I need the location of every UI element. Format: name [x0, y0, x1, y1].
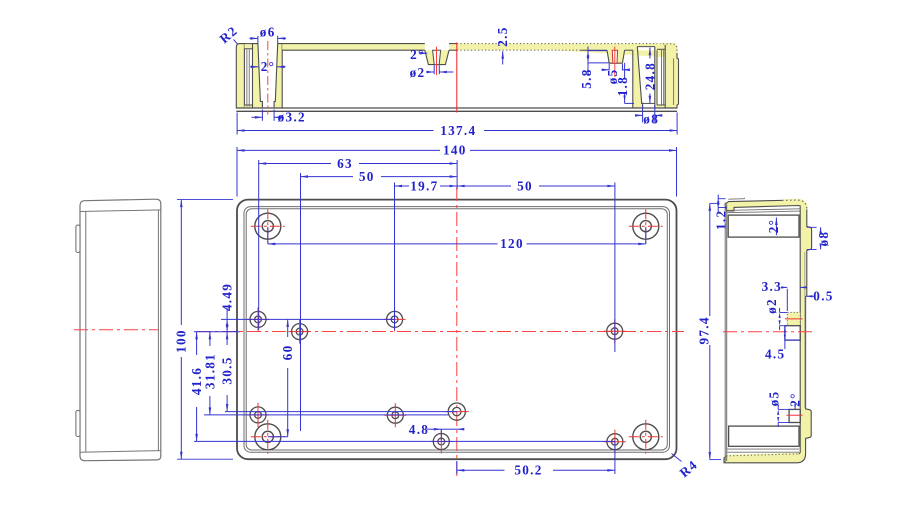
svg-text:1.2: 1.2 [713, 210, 728, 230]
svg-text:ø5: ø5 [766, 391, 781, 407]
svg-text:2°: 2° [788, 392, 803, 406]
svg-text:50: 50 [359, 169, 375, 184]
svg-text:4.8: 4.8 [409, 422, 429, 437]
svg-text:ø3.2: ø3.2 [278, 110, 306, 125]
svg-text:30.5: 30.5 [220, 356, 235, 384]
svg-text:63: 63 [337, 156, 353, 171]
svg-text:3.3: 3.3 [762, 279, 782, 294]
svg-text:ø6: ø6 [260, 24, 276, 39]
svg-text:2°: 2° [410, 47, 424, 62]
svg-text:100: 100 [174, 329, 189, 353]
svg-text:1.8: 1.8 [615, 76, 630, 96]
svg-text:19.7: 19.7 [410, 178, 438, 193]
svg-text:2°: 2° [766, 219, 781, 233]
svg-text:50.2: 50.2 [514, 463, 542, 478]
svg-text:5.8: 5.8 [579, 68, 594, 88]
svg-text:140: 140 [443, 143, 467, 158]
svg-text:41.6: 41.6 [189, 367, 204, 395]
svg-text:ø8: ø8 [816, 231, 831, 247]
svg-text:137.4: 137.4 [440, 123, 476, 138]
svg-text:ø8: ø8 [643, 112, 659, 127]
svg-text:4.49: 4.49 [219, 283, 234, 311]
svg-text:31.81: 31.81 [202, 353, 217, 389]
svg-text:2.5: 2.5 [495, 26, 510, 46]
svg-text:0.5: 0.5 [813, 289, 833, 304]
svg-text:ø2: ø2 [410, 65, 426, 80]
svg-text:120: 120 [500, 236, 524, 251]
svg-text:4.5: 4.5 [765, 346, 785, 361]
svg-text:50: 50 [517, 178, 533, 193]
svg-text:ø2: ø2 [764, 298, 779, 314]
svg-text:24.8: 24.8 [643, 62, 658, 90]
svg-text:97.4: 97.4 [696, 316, 711, 344]
svg-text:2°: 2° [261, 59, 275, 74]
svg-text:ø5: ø5 [605, 69, 620, 85]
svg-text:60: 60 [280, 345, 295, 361]
